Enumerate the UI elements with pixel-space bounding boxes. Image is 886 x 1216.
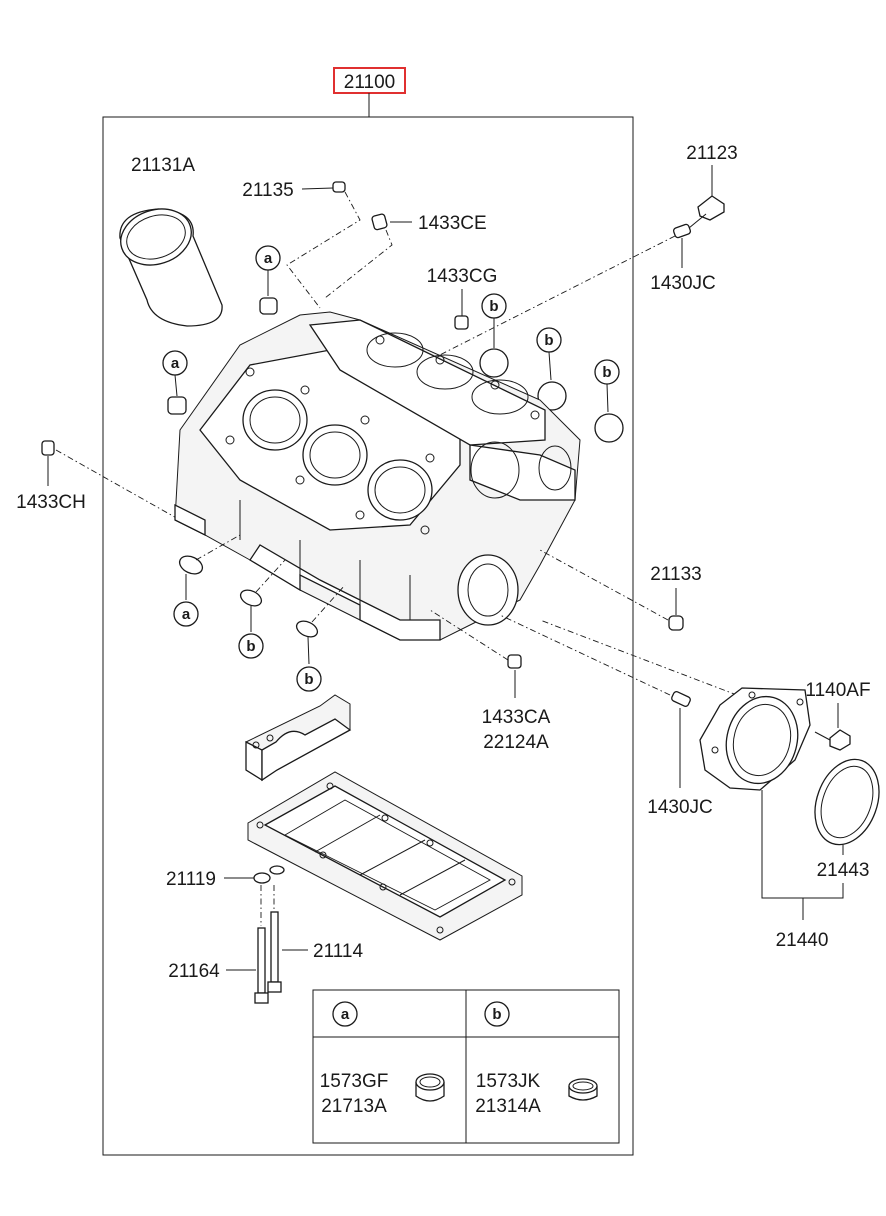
guide-1430JC-bottom: [499, 614, 671, 696]
guide-1433CA: [429, 609, 509, 661]
part-label-21164[interactable]: 21164: [168, 961, 220, 982]
guide-21135: [286, 191, 361, 309]
oil-seal-21443[interactable]: [804, 750, 886, 853]
legend-a-part-2[interactable]: 21713A: [321, 1096, 387, 1117]
callout-a-3[interactable]: a: [173, 601, 199, 627]
callout-b-3[interactable]: b: [594, 359, 620, 385]
part-label-1430JC-top[interactable]: 1430JC: [650, 273, 716, 294]
callout-a-2[interactable]: a: [162, 350, 188, 376]
part-label-1433CH[interactable]: 1433CH: [16, 492, 86, 513]
bolt-21114[interactable]: [267, 911, 282, 993]
guide-o-ring-b-2: [311, 584, 346, 623]
rear-oil-seal-case[interactable]: [699, 687, 811, 792]
guide-seal-case: [539, 619, 751, 701]
plug-b-1[interactable]: [479, 348, 509, 378]
part-label-21443[interactable]: 21443: [817, 860, 870, 881]
svg-text:b: b: [544, 332, 553, 349]
o-ring-b-1[interactable]: [238, 587, 264, 609]
svg-text:a: a: [171, 355, 180, 372]
guide-1433CH: [55, 449, 181, 521]
part-label-21114[interactable]: 21114: [313, 941, 363, 962]
part-label-21119[interactable]: 21119: [166, 869, 216, 890]
bolt-shank-1140AF: [814, 731, 831, 741]
plug-a-2[interactable]: [167, 396, 187, 415]
svg-text:b: b: [246, 638, 255, 655]
washer-21119[interactable]: [253, 865, 285, 884]
part-label-21133[interactable]: 21133: [650, 564, 701, 585]
guide-21133: [539, 549, 669, 621]
plug-21133[interactable]: [668, 615, 684, 631]
plug-b-3[interactable]: [594, 413, 624, 443]
cylinder-liner-part[interactable]: [113, 200, 223, 327]
o-ring-b-2[interactable]: [294, 618, 320, 640]
leader-o-ring-b-2: [307, 636, 310, 665]
legend-a-part-1[interactable]: 1573GF: [320, 1071, 389, 1092]
part-label-21440[interactable]: 21440: [776, 930, 829, 951]
legend-b-part-1[interactable]: 1573JK: [476, 1071, 541, 1092]
pin-1430JC-top[interactable]: [672, 223, 692, 239]
o-ring-a[interactable]: [177, 553, 206, 578]
legend-header-a: a: [332, 1001, 358, 1027]
part-label-1430JC-bottom[interactable]: 1430JC: [647, 797, 713, 818]
leader-callout-b-3: [606, 383, 609, 413]
part-label-1433CG[interactable]: 1433CG: [427, 266, 498, 287]
plug-1433CA[interactable]: [507, 654, 522, 669]
part-label-21131A[interactable]: 21131A: [131, 155, 195, 176]
bolt-shank-21123: [688, 213, 707, 229]
svg-text:b: b: [489, 298, 498, 315]
pin-1430JC-bottom[interactable]: [671, 691, 692, 708]
leader-21135: [301, 187, 334, 190]
callout-b-5[interactable]: b: [296, 666, 322, 692]
part-label-21135[interactable]: 21135: [242, 180, 293, 201]
dowel-pin-21135[interactable]: [332, 181, 346, 193]
legend-a-plug-icon: [415, 1073, 445, 1102]
part-label-1140AF[interactable]: 1140AF: [805, 680, 870, 701]
leader-callout-b-2: [548, 351, 552, 381]
svg-text:b: b: [602, 364, 611, 381]
svg-text:b: b: [492, 1006, 501, 1023]
guide-1433CE: [324, 229, 393, 299]
leader-callout-a-2: [174, 374, 178, 397]
svg-text:a: a: [341, 1006, 350, 1023]
plug-1433CE[interactable]: [371, 213, 388, 231]
cylinder-block[interactable]: [174, 311, 581, 641]
legend-header-b: b: [484, 1001, 510, 1027]
plug-1433CG[interactable]: [454, 315, 469, 330]
part-label-1433CE[interactable]: 1433CE: [418, 213, 487, 234]
legend-table: a b 1573GF 21713A 1573JK 21314A: [312, 989, 620, 1144]
plug-1433CH[interactable]: [41, 440, 55, 456]
plug-b-2[interactable]: [537, 381, 567, 411]
legend-b-part-2[interactable]: 21314A: [475, 1096, 541, 1117]
svg-text:b: b: [304, 671, 313, 688]
callout-b-1[interactable]: b: [481, 293, 507, 319]
assembly-number-tag[interactable]: 21100: [333, 67, 406, 94]
bearing-ladder-frame[interactable]: [247, 771, 523, 941]
callout-a-1[interactable]: a: [255, 245, 281, 271]
bolt-21164[interactable]: [254, 927, 269, 1004]
bearing-cap[interactable]: [245, 694, 352, 782]
bolt-21123[interactable]: [697, 195, 725, 221]
part-label-22124A[interactable]: 22124A: [483, 732, 549, 753]
legend-b-plug-icon: [568, 1078, 598, 1101]
guide-o-ring-a: [195, 534, 241, 561]
part-label-1433CA[interactable]: 1433CA: [482, 707, 551, 728]
assembly-frame: [102, 116, 634, 1156]
callout-b-4[interactable]: b: [238, 633, 264, 659]
svg-text:a: a: [264, 250, 273, 267]
plug-a-1[interactable]: [259, 297, 278, 315]
assembly-number: 21100: [344, 72, 395, 93]
callout-b-2[interactable]: b: [536, 327, 562, 353]
bolt-1140AF[interactable]: [829, 729, 851, 751]
part-label-21123[interactable]: 21123: [686, 143, 737, 164]
svg-text:a: a: [182, 606, 191, 623]
